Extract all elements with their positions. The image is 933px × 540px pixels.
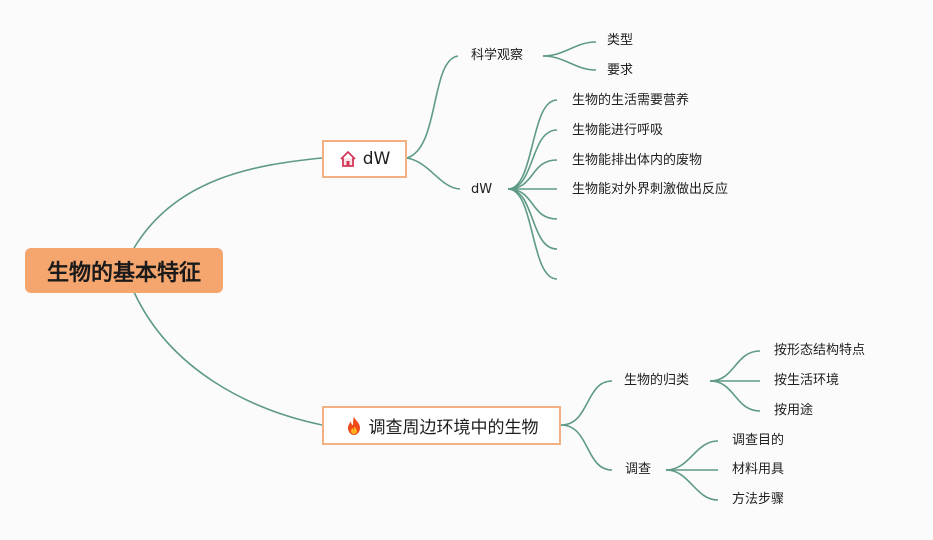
leaf-topic[interactable]: 生物能对外界刺激做出反应: [572, 182, 728, 198]
house-icon: [339, 150, 357, 168]
leaf-topic[interactable]: 类型: [607, 33, 633, 49]
leaf-label: 按生活环境: [774, 373, 840, 388]
leaf-topic[interactable]: 生物能排出体内的废物: [572, 153, 702, 169]
subtopic-scientific-observation[interactable]: 科学观察: [471, 48, 523, 64]
leaf-topic[interactable]: 按形态结构特点: [774, 343, 865, 359]
leaf-topic[interactable]: 方法步骤: [732, 492, 784, 508]
leaf-label: 生物能对外界刺激做出反应: [572, 182, 729, 197]
leaf-topic[interactable]: 生物的生活需要营养: [572, 93, 689, 109]
leaf-topic[interactable]: 按生活环境: [774, 373, 839, 389]
root-topic[interactable]: 生物的基本特征: [25, 248, 223, 293]
leaf-topic[interactable]: 生物能进行呼吸: [572, 123, 663, 139]
subtopic-survey[interactable]: 调查: [625, 462, 651, 478]
subtopic-label: 科学观察: [471, 48, 524, 63]
leaf-label: 生物能进行呼吸: [572, 123, 664, 138]
subtopic-label: 生物的归类: [624, 373, 690, 388]
leaf-topic[interactable]: 要求: [607, 63, 633, 79]
branch-topic-dw[interactable]: dW: [322, 140, 407, 178]
leaf-topic[interactable]: 按用途: [774, 403, 813, 419]
leaf-label: 要求: [607, 63, 634, 78]
leaf-label: 调查目的: [732, 433, 785, 448]
branch-topic-dw-label: dW: [362, 149, 391, 169]
leaf-topic[interactable]: 调查目的: [732, 433, 784, 449]
leaf-label: 生物能排出体内的废物: [572, 153, 703, 168]
subtopic-label: dW: [471, 182, 493, 197]
branch-topic-survey-environment[interactable]: 调查周边环境中的生物: [322, 406, 561, 445]
leaf-label: 按用途: [774, 403, 814, 418]
subtopic-label: 调查: [625, 462, 652, 477]
leaf-label: 方法步骤: [732, 492, 785, 507]
root-topic-label: 生物的基本特征: [46, 260, 201, 286]
leaf-label: 材料用具: [732, 462, 785, 477]
branch-topic-survey-environment-label: 调查周边环境中的生物: [368, 418, 539, 438]
fire-icon: [345, 416, 363, 436]
leaf-topic[interactable]: 材料用具: [732, 462, 784, 478]
leaf-label: 生物的生活需要营养: [572, 93, 690, 108]
leaf-label: 类型: [607, 33, 634, 48]
subtopic-classification[interactable]: 生物的归类: [624, 373, 689, 389]
subtopic-dw[interactable]: dW: [471, 182, 492, 198]
leaf-label: 按形态结构特点: [774, 343, 866, 358]
